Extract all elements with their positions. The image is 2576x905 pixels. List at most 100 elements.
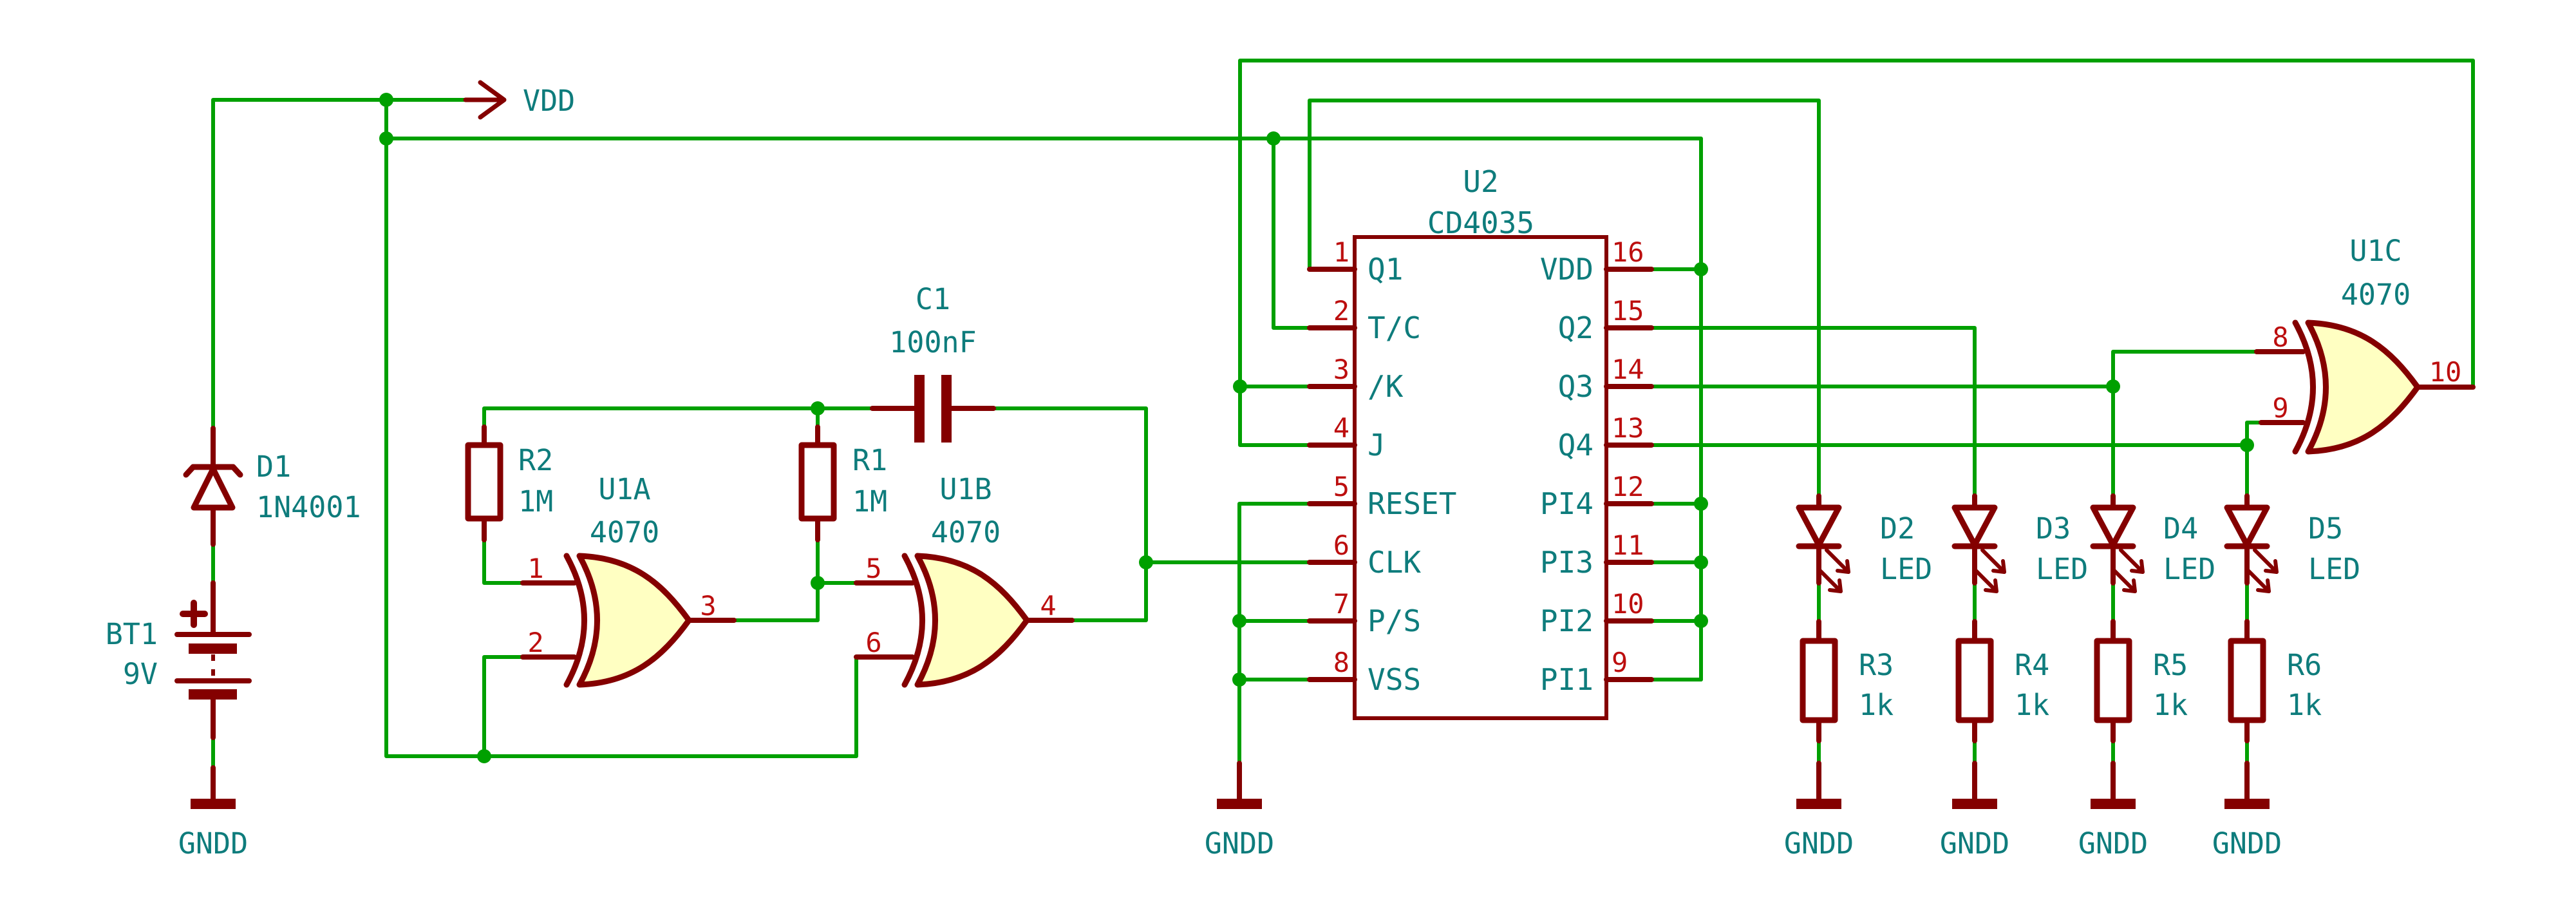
gnd-r3[interactable]: GNDD <box>1784 761 1854 861</box>
wire-q3-to-u1c-in1[interactable] <box>2111 350 2259 388</box>
u2-pin6-name: CLK <box>1368 545 1421 580</box>
wire-feedback[interactable] <box>1238 59 2475 447</box>
vdd-power-flag[interactable]: VDD <box>463 80 575 120</box>
u1a-value: 4070 <box>590 515 659 549</box>
resistor-r5[interactable]: R5 1k <box>2094 619 2188 743</box>
junction-q3-tap[interactable] <box>2106 379 2120 394</box>
u2-pin9-name: PI1 <box>1540 662 1594 697</box>
d2-emit-arrow-2 <box>1817 567 1843 593</box>
r3-body <box>1800 638 1838 723</box>
u2-pin7-number: 7 <box>1333 588 1349 620</box>
u1b-pin5-number: 5 <box>865 553 881 584</box>
junction-q4-tap[interactable] <box>2240 438 2254 452</box>
gnd-r5-label: GNDD <box>2078 826 2148 861</box>
r1-ref: R1 <box>852 443 887 477</box>
d2-triangle <box>1796 504 1842 548</box>
u1a-body <box>576 553 692 688</box>
d1-ref: D1 <box>256 450 291 484</box>
junction-vss[interactable] <box>1232 672 1246 687</box>
wire-q4-to-u1c-in2[interactable] <box>2245 421 2263 447</box>
r2-ref: R2 <box>518 443 553 477</box>
u2-pin9-number: 9 <box>1612 647 1628 678</box>
led-d3[interactable]: D3 LED <box>1951 493 2088 593</box>
r5-value: 1k <box>2153 688 2188 722</box>
wire-c1-to-u1b-out[interactable] <box>992 406 1148 622</box>
ic-u2[interactable]: U2 CD4035 1 2 3 4 5 6 7 8 Q1 T/C /K J RE… <box>1307 164 1654 720</box>
d4-value: LED <box>2163 552 2215 586</box>
r3-value: 1k <box>1859 688 1894 722</box>
wire-q4-to-d5[interactable] <box>1650 443 2249 498</box>
d4-emit-arrow-1-head <box>2130 559 2145 574</box>
led-d4[interactable]: D4 LED <box>2090 493 2215 593</box>
d3-emit-arrow-2 <box>1973 567 1998 593</box>
gnd-bt1[interactable]: GNDD <box>178 765 248 861</box>
u2-pin15-number: 15 <box>1612 295 1644 327</box>
junction-tc[interactable] <box>1266 131 1281 146</box>
u2-pin5-number: 5 <box>1333 471 1349 502</box>
d5-emit-arrow-2-head <box>2256 578 2271 593</box>
resistor-r6[interactable]: R6 1k <box>2228 619 2322 743</box>
r6-value: 1k <box>2287 688 2322 722</box>
gate-u1c[interactable]: 8 9 10 U1C 4070 <box>2254 234 2476 455</box>
u2-value: CD4035 <box>1427 205 1534 240</box>
junction-vdd-rail[interactable] <box>379 131 393 146</box>
wire-q2-to-d3[interactable] <box>1650 326 1977 498</box>
vdd-label: VDD <box>523 84 575 118</box>
resistor-r3[interactable]: R3 1k <box>1800 619 1894 743</box>
wire-u1a-out[interactable] <box>732 581 820 622</box>
junction-vdd-pi3[interactable] <box>1694 555 1708 569</box>
d5-emit-arrow-1 <box>2253 548 2279 574</box>
gate-u1b[interactable]: 5 6 4 U1B 4070 <box>854 472 1075 688</box>
diode-d1[interactable]: D1 1N4001 <box>183 426 361 547</box>
resistor-r2[interactable]: R2 1M <box>465 424 553 542</box>
resistor-r1[interactable]: R1 1M <box>798 424 887 542</box>
junction-r1-top[interactable] <box>811 401 825 415</box>
u2-pin16-number: 16 <box>1612 236 1644 268</box>
capacitor-c1[interactable]: C1 100nF <box>870 282 996 443</box>
u2-pin1-number: 1 <box>1333 236 1349 268</box>
gnd-r5-bar <box>2091 799 2136 809</box>
junction-clk[interactable] <box>1139 555 1153 569</box>
d2-value: LED <box>1880 552 1932 586</box>
u2-pin12-name: PI4 <box>1540 486 1594 521</box>
led-d5[interactable]: D5 LED <box>2224 493 2360 593</box>
gnd-r4-label: GNDD <box>1940 826 2009 861</box>
junction-u1a-in2[interactable] <box>477 749 491 763</box>
gnd-r6[interactable]: GNDD <box>2212 761 2282 861</box>
u1b-pin4-number: 4 <box>1040 590 1056 622</box>
r2-body <box>465 442 503 522</box>
u2-pin6-number: 6 <box>1333 529 1349 561</box>
junction-vdd-pi4[interactable] <box>1694 497 1708 511</box>
gnd-r5[interactable]: GNDD <box>2078 761 2148 861</box>
d4-emit-arrow-2-head <box>2122 578 2137 593</box>
junction-vdd-pin16[interactable] <box>1694 262 1708 276</box>
junction-vdd-pi2[interactable] <box>1694 614 1708 628</box>
wire-osc-top[interactable] <box>482 406 874 429</box>
junction-ps[interactable] <box>1232 614 1246 628</box>
d3-emit-arrow-1 <box>1980 548 2006 574</box>
wire-tc-tie[interactable] <box>1272 137 1312 330</box>
wire-d1-to-vdd[interactable] <box>211 98 388 430</box>
u2-pin2-name: T/C <box>1368 310 1421 345</box>
r1-body <box>798 442 837 522</box>
wire-reset-gnd[interactable] <box>1237 502 1312 765</box>
u1a-ref: U1A <box>598 472 650 506</box>
wire-r2-bottom-u1a-in1[interactable] <box>482 538 525 585</box>
resistor-r4[interactable]: R4 1k <box>1955 619 2049 743</box>
gnd-u2[interactable]: GNDD <box>1205 761 1274 861</box>
junction-feedback-k[interactable] <box>1233 379 1247 394</box>
led-d2[interactable]: D2 LED <box>1796 493 1932 593</box>
u1a-input-arc <box>563 553 587 688</box>
u1b-value: 4070 <box>931 515 1001 549</box>
wire-u1a-in2[interactable] <box>482 655 525 758</box>
gnd-r6-bar <box>2224 799 2270 809</box>
battery-bt1[interactable]: BT1 9V <box>106 580 252 740</box>
gate-u1a[interactable]: 1 2 3 U1A 4070 <box>520 472 737 688</box>
junction-u1a-out[interactable] <box>811 576 825 590</box>
junction-vdd-arrow[interactable] <box>379 93 393 107</box>
gnd-r4[interactable]: GNDD <box>1940 761 2009 861</box>
wire-q3-to-d4[interactable] <box>1650 385 2115 498</box>
gnd-u2-bar <box>1217 799 1262 809</box>
wire-q1-to-d2[interactable] <box>1308 99 1821 498</box>
